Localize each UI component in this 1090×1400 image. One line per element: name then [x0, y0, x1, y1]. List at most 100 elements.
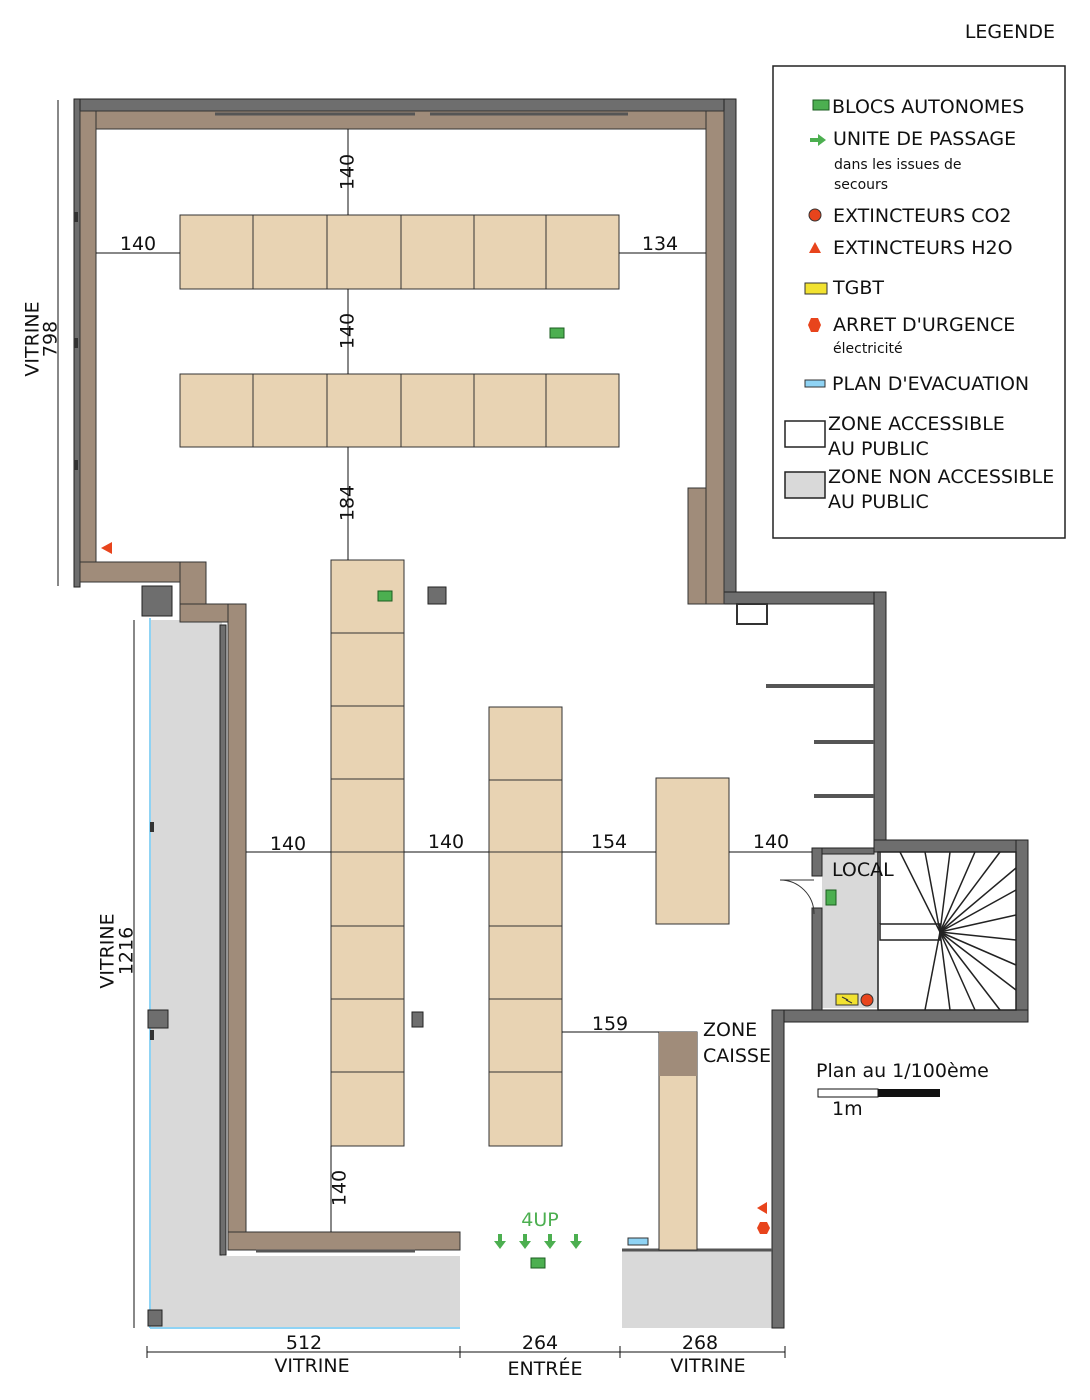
dim-159: 159: [592, 1013, 628, 1035]
emergency-block-icon: [825, 889, 837, 906]
dim-184: 184: [337, 485, 359, 521]
entree-label: ENTRÉE: [507, 1357, 582, 1380]
shelf-cell: [330, 925, 405, 1000]
legend-h2o: EXTINCTEURS H2O: [833, 237, 1013, 259]
stair-wall-top: [873, 839, 1029, 853]
legend-tgbt: TGBT: [832, 277, 884, 299]
plan-symbols: [101, 327, 874, 1269]
door-swing: [779, 879, 815, 915]
extinguisher-h2o-icon: [101, 542, 112, 554]
right-wall-upper: [723, 98, 737, 605]
bottom-left-vitrine-zone: [150, 1256, 460, 1328]
shelf-cell: [488, 851, 563, 927]
stair-core: [879, 923, 941, 941]
shelf-cell: [179, 373, 254, 448]
legend-arret-sub: électricité: [833, 341, 903, 357]
glass-tick: [150, 822, 154, 832]
dim-264: 264: [522, 1332, 558, 1354]
glass-tick: [74, 338, 78, 348]
door-box: [736, 603, 768, 625]
non-public-zones: [150, 620, 878, 1328]
dim-140-mid: 140: [337, 313, 359, 349]
vitrine-left-length: 1216: [116, 927, 138, 975]
scale-title: Plan au 1/100ème: [816, 1060, 989, 1082]
extinguisher-h2o-icon: [757, 1202, 767, 1214]
shelf-cell: [330, 851, 405, 927]
scale-unit: 1m: [832, 1098, 863, 1120]
brown-wall-bottom: [227, 1231, 461, 1251]
wall-shelf: [814, 794, 874, 798]
emergency-stop-icon: [757, 1222, 770, 1234]
shelf-cell: [400, 214, 475, 290]
shelves-column-1: [330, 559, 405, 1147]
shelf-cell: [326, 214, 402, 290]
staircase: [877, 851, 1017, 1011]
arrow-down-icon: [494, 1234, 506, 1249]
vitrine-bottom-right-label: VITRINE: [670, 1355, 745, 1377]
legend-arret-icon: [808, 318, 821, 332]
evacuation-plan-icon: [627, 1237, 649, 1246]
local-wall-left: [811, 907, 823, 1011]
shelf-cell: [330, 632, 405, 707]
shelf-cell: [473, 373, 547, 448]
vitrine-bottom-left-label: VITRINE: [274, 1355, 349, 1377]
shelf-cell: [545, 214, 620, 290]
wall-shelf: [766, 684, 874, 688]
brown-wall-inner-left: [227, 603, 247, 1251]
emergency-block-icon: [377, 590, 393, 602]
shelf-cell: [252, 214, 328, 290]
zone-caisse-label-1: ZONE: [703, 1019, 757, 1041]
dim-140-a: 140: [270, 833, 306, 855]
legend-nonpublic-2: AU PUBLIC: [828, 491, 929, 513]
shelf-single: [655, 777, 730, 925]
shelves-row-1: [179, 214, 620, 290]
legend-arret: ARRET D'URGENCE: [833, 314, 1015, 336]
legend-co2-icon: [808, 208, 822, 222]
wall-shelves: [766, 684, 874, 798]
scale-bar: [817, 1088, 940, 1098]
left-vitrine-zone: [150, 620, 222, 1328]
shelves-column-2: [488, 706, 563, 1147]
legend-nonpublic-swatch: [784, 471, 826, 499]
shelf-cell: [488, 706, 563, 781]
legend-box: [772, 65, 1066, 539]
shelf-cell: [488, 779, 563, 853]
scale-bar-white: [817, 1088, 879, 1098]
legend-unite-sub1: dans les issues de: [834, 157, 962, 173]
shelf-cell: [330, 1071, 405, 1147]
dim-140-c: 140: [753, 831, 789, 853]
left-inner-wall: [219, 624, 227, 1256]
glass-tick: [74, 460, 78, 470]
glass-tick: [150, 1030, 154, 1040]
local-label: LOCAL: [832, 859, 894, 881]
legend-co2: EXTINCTEURS CO2: [833, 205, 1012, 227]
dim-268: 268: [682, 1332, 718, 1354]
vitrine-left-label: VITRINE: [97, 913, 119, 988]
zone-caisse-label-2: CAISSE: [703, 1045, 771, 1067]
arrow-down-icon: [544, 1234, 556, 1249]
exit-arrows: [494, 1234, 582, 1249]
local-room-zone: [822, 850, 878, 1008]
dim-140-top: 140: [337, 154, 359, 190]
legend: BLOCS AUTONOMES UNITE DE PASSAGE dans le…: [772, 65, 1066, 539]
pillar-left-mid: [147, 1009, 169, 1029]
brown-wall-right-bump: [687, 487, 707, 605]
shelf-cell: [473, 214, 547, 290]
pillar-bottom-left: [147, 1309, 163, 1327]
tgbt-bolt-icon: [841, 996, 853, 1004]
dim-140-bottom: 140: [329, 1170, 351, 1206]
legend-h2o-icon: [809, 242, 821, 253]
brown-wall-right: [705, 110, 725, 605]
legend-unite-sub2: secours: [834, 177, 888, 193]
shelf-cell: [545, 373, 620, 448]
dim-140-b: 140: [428, 831, 464, 853]
dim-140-left: 140: [120, 233, 156, 255]
shelf-cell: [400, 373, 475, 448]
wall-shelf: [814, 740, 874, 744]
vitrine-top-length: 798: [40, 321, 62, 357]
legend-public-swatch: [784, 420, 826, 448]
up-label: 4UP: [521, 1209, 558, 1231]
legend-title: LEGENDE: [965, 21, 1055, 43]
shelf-cell: [488, 1071, 563, 1147]
